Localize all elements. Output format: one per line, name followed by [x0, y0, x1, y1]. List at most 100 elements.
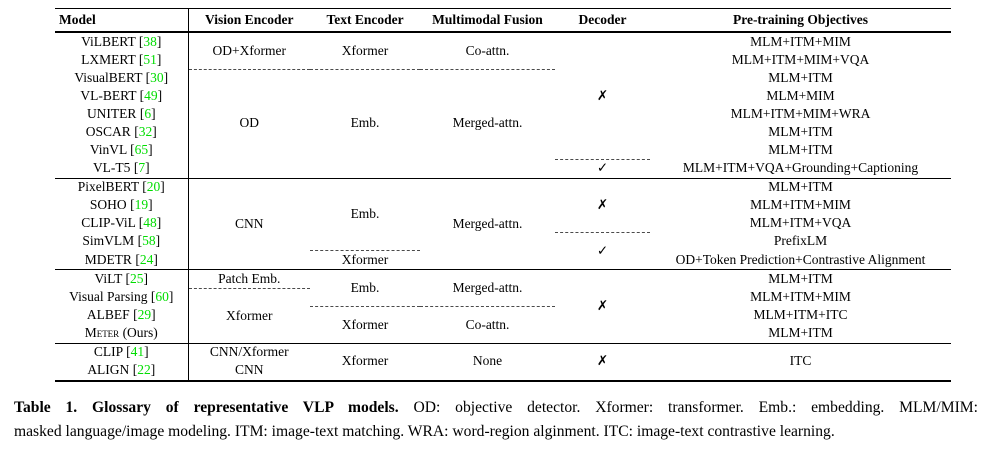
objective-cell: ITC: [789, 353, 812, 369]
column-header-vision-encoder: Vision Encoder: [188, 8, 310, 33]
citation-number: 32: [134, 124, 157, 139]
caption-line-1: Table 1. Glossary of representative VLP …: [14, 396, 978, 420]
citation-number: 60: [151, 289, 174, 304]
model-cell: LXMERT 51: [55, 51, 189, 69]
table-row: SOHO 19 MLM+ITM+MIM: [55, 196, 951, 215]
vision-encoder-cell: CNN: [234, 362, 264, 378]
model-name-suffix: (Ours): [119, 325, 158, 341]
citation-number: 6: [140, 106, 156, 121]
model-cell: OSCAR 32: [55, 123, 189, 141]
model-name: SOHO: [89, 197, 127, 213]
objective-cell: MLM+ITM: [650, 324, 951, 344]
text-encoder-cell: Xformer: [310, 306, 420, 344]
objective-cell: OD+Token Prediction+Contrastive Alignmen…: [650, 250, 951, 270]
objective-cell: MLM+ITM: [768, 141, 833, 157]
citation-number: 29: [133, 307, 156, 322]
table-row: Visual Parsing 60 Xformer MLM+ITM+MIM: [55, 288, 951, 344]
fusion-cell: Merged-attn.: [420, 178, 555, 270]
citation-number: 65: [130, 142, 153, 157]
text-encoder-cell: Emb.: [310, 69, 420, 179]
model-cell: CLIP-ViL 48: [55, 214, 189, 233]
objective-cell: MLM+ITM+MIM: [750, 33, 851, 49]
table-row: ALIGN 22 CNN: [55, 361, 951, 381]
citation-number: 38: [139, 34, 162, 49]
caption-line-2: masked language/image modeling. ITM: ima…: [14, 423, 835, 440]
table-row: VL-T5 7 ✓ MLM+ITM+VQA+Grounding+Captioni…: [55, 159, 951, 179]
model-cell: UNITER 6: [55, 105, 189, 123]
caption-text: OD: objective detector. Xformer: transfo…: [398, 399, 978, 416]
model-cell: VisualBERT 30: [55, 69, 189, 87]
vision-encoder-cell: CNN/Xformer: [209, 344, 289, 360]
text-encoder-cell: Xformer: [310, 250, 420, 270]
model-name: CLIP: [93, 344, 123, 360]
check-mark-icon: ✓: [596, 160, 609, 177]
model-cell: CLIP 41: [55, 343, 189, 362]
model-name: UNITER: [86, 105, 137, 121]
model-name: VL-BERT: [80, 87, 137, 103]
citation-number: 19: [130, 197, 153, 212]
model-name: MDETR: [84, 251, 132, 267]
caption-title: Table 1. Glossary of representative VLP …: [14, 399, 399, 416]
objective-cell: MLM+MIM: [766, 87, 835, 103]
model-name: Visual Parsing: [69, 289, 148, 305]
table-row: MDETR 24 Xformer OD+Token Prediction+Con…: [55, 250, 951, 270]
model-cell: SOHO 19: [55, 196, 189, 215]
vision-encoder-cell: OD+Xformer: [188, 32, 310, 70]
model-name: VL-T5: [92, 160, 131, 176]
fusion-cell: Co-attn.: [420, 306, 555, 344]
model-name: OSCAR: [85, 123, 131, 139]
citation-number: 58: [138, 233, 161, 248]
decoder-cell: ✗: [555, 269, 650, 344]
cross-mark-icon: ✗: [596, 298, 609, 315]
vision-encoder-cell: Xformer: [188, 288, 310, 344]
decoder-cell: ✗: [555, 178, 650, 233]
citation-number: 25: [126, 271, 149, 286]
citation-number: 22: [133, 362, 156, 377]
objective-cell: MLM+ITM: [768, 179, 833, 195]
vision-encoder-cell: CNN: [188, 178, 310, 270]
table-row: VL-BERT 49 MLM+MIM: [55, 87, 951, 105]
model-cell: PixelBERT 20: [55, 178, 189, 197]
table-row: SimVLM 58 ✓ PrefixLM: [55, 232, 951, 270]
model-name: PixelBERT: [77, 179, 139, 195]
model-cell: ViLBERT 38: [55, 32, 189, 51]
column-header-multimodal-fusion: Multimodal Fusion: [420, 8, 555, 33]
objective-cell: MLM+ITM+VQA: [749, 215, 852, 231]
fusion-cell: None: [472, 353, 503, 369]
text-encoder-cell: Xformer: [310, 32, 420, 70]
model-cell: SimVLM 58: [55, 232, 189, 251]
model-cell: ALBEF 29: [55, 306, 189, 325]
vision-encoder-cell: OD: [188, 69, 310, 179]
model-cell: VL-T5 7: [55, 159, 189, 179]
vision-encoder-cell: Patch Emb.: [188, 269, 310, 289]
cross-mark-icon: ✗: [596, 353, 609, 370]
model-name: ALIGN: [87, 362, 130, 378]
decoder-cell: ✓: [555, 232, 650, 270]
table-row: OSCAR 32 MLM+ITM: [55, 123, 951, 141]
column-header-model: Model: [55, 8, 189, 33]
decoder-cell: ✓: [555, 159, 650, 179]
model-name: Meter: [84, 325, 120, 341]
objective-cell: MLM+ITM+MIM: [750, 289, 851, 305]
model-name: ALBEF: [86, 307, 130, 323]
column-header-text-encoder: Text Encoder: [310, 8, 420, 33]
objective-cell: MLM+ITM+VQA+Grounding+Captioning: [650, 159, 951, 179]
vlp-models-table: Model Vision Encoder Text Encoder Multim…: [55, 8, 951, 382]
table-caption: Table 1. Glossary of representative VLP …: [14, 396, 978, 444]
citation-number: 49: [140, 88, 163, 103]
table-row: UNITER 6 MLM+ITM+MIM+WRA: [55, 105, 951, 123]
model-cell: ViLT 25: [55, 269, 189, 289]
cross-mark-icon: ✗: [596, 87, 609, 104]
header-row: Model Vision Encoder Text Encoder Multim…: [55, 8, 951, 33]
fusion-cell: Co-attn.: [420, 32, 555, 70]
citation-number: 48: [139, 215, 162, 230]
model-cell: Meter (Ours): [55, 324, 189, 344]
citation-number: 41: [126, 344, 149, 359]
citation-number: 30: [146, 70, 169, 85]
citation-number: 20: [142, 179, 165, 194]
table-row: LXMERT 51 MLM+ITM+MIM+VQA: [55, 51, 951, 69]
cross-mark-icon: ✗: [596, 197, 609, 214]
table-row: PixelBERT 20 CNN Emb. Merged-attn. ✗ MLM…: [55, 178, 951, 270]
table-row: CLIP 41 CNN/Xformer Xformer None ✗ ITC: [55, 343, 951, 368]
